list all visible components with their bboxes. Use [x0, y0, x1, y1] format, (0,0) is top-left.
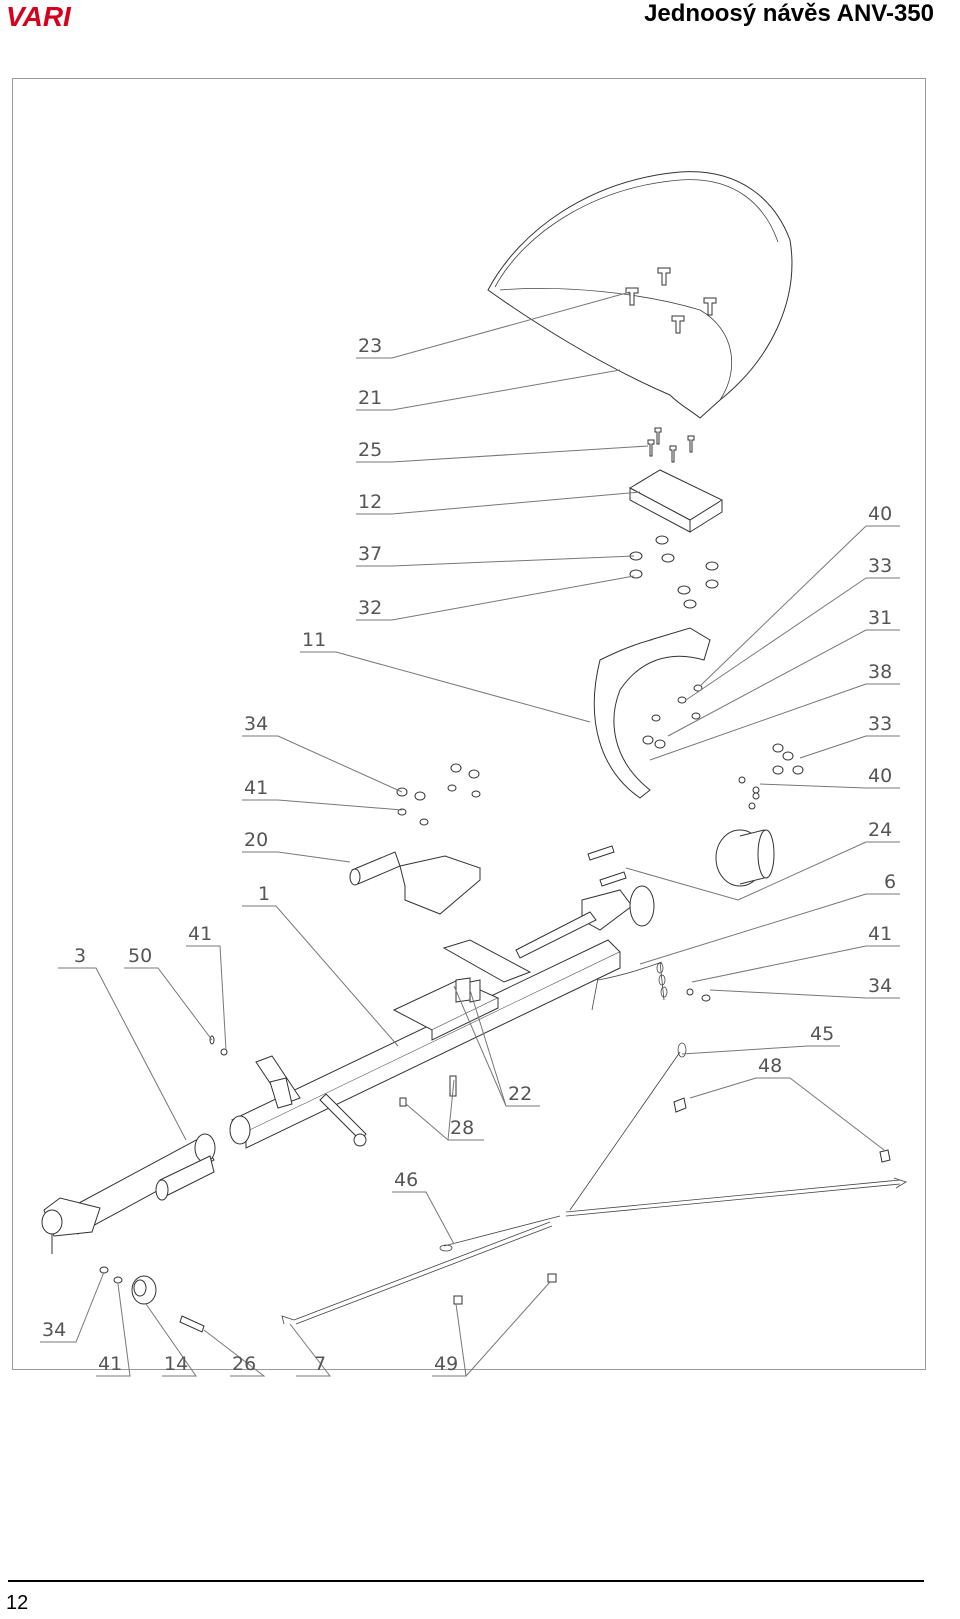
- drawbar-1: [229, 885, 655, 1149]
- label-40-top: 40: [868, 503, 892, 525]
- vari-logo: VARI: [6, 2, 72, 30]
- label-1: 1: [258, 883, 270, 905]
- label-41-top: 41: [244, 777, 268, 799]
- small-parts: [99, 988, 891, 1333]
- label-31: 31: [868, 607, 892, 629]
- label-34-right: 34: [868, 975, 892, 997]
- label-41-bottom: 41: [98, 1353, 122, 1375]
- label-49: 49: [434, 1353, 458, 1375]
- label-37: 37: [358, 543, 382, 565]
- page-number: 12: [6, 1592, 29, 1614]
- fender-part: [487, 171, 793, 419]
- bolts-24: [587, 845, 627, 887]
- leader-lines: [40, 291, 900, 1377]
- part-labels: 23 21 25 12 37 32 11 34 41 20 1 41 3 50 …: [42, 335, 896, 1375]
- label-25: 25: [358, 439, 382, 461]
- label-33-top: 33: [868, 555, 892, 577]
- label-34-top: 34: [244, 713, 268, 735]
- label-48: 48: [758, 1055, 782, 1077]
- footer-divider: [8, 1580, 924, 1582]
- label-28: 28: [450, 1117, 474, 1139]
- label-21: 21: [358, 387, 382, 409]
- label-20: 20: [244, 829, 268, 851]
- logo-text: VARI: [6, 2, 72, 30]
- label-41-right: 41: [868, 923, 892, 945]
- label-7: 7: [314, 1353, 326, 1375]
- small-nuts-left: [396, 763, 481, 826]
- label-41-mid: 41: [188, 923, 212, 945]
- label-34-bottom: 34: [42, 1319, 66, 1341]
- label-46: 46: [394, 1169, 418, 1191]
- label-45: 45: [810, 1023, 834, 1045]
- label-11: 11: [302, 629, 326, 651]
- left-bracket: [255, 1055, 301, 1109]
- label-24: 24: [868, 819, 892, 841]
- label-22: 22: [508, 1083, 532, 1105]
- label-23: 23: [358, 335, 382, 357]
- label-6: 6: [884, 871, 896, 893]
- label-12: 12: [358, 491, 382, 513]
- small-nuts-right: [642, 684, 804, 810]
- label-33-bottom: 33: [868, 713, 892, 735]
- label-3: 3: [74, 945, 86, 967]
- label-26: 26: [232, 1353, 256, 1375]
- label-38: 38: [868, 661, 892, 683]
- bolts-25: [647, 427, 695, 463]
- fender-bracket-11: [593, 627, 711, 799]
- drawing-frame: [12, 78, 926, 1370]
- jack-handle-20: [349, 851, 482, 915]
- bracket-plate-12: [628, 469, 724, 533]
- page-title: Jednoosý návěs ANV-350: [644, 0, 934, 27]
- label-32: 32: [358, 597, 382, 619]
- label-14: 14: [164, 1353, 188, 1375]
- tow-tube-3: [41, 1133, 216, 1254]
- hub-6: [715, 829, 775, 887]
- nuts-37-32: [629, 535, 719, 609]
- label-50: 50: [128, 945, 152, 967]
- safety-chain: [591, 961, 668, 1011]
- brake-rods: [281, 1042, 907, 1325]
- label-40-bottom: 40: [868, 765, 892, 787]
